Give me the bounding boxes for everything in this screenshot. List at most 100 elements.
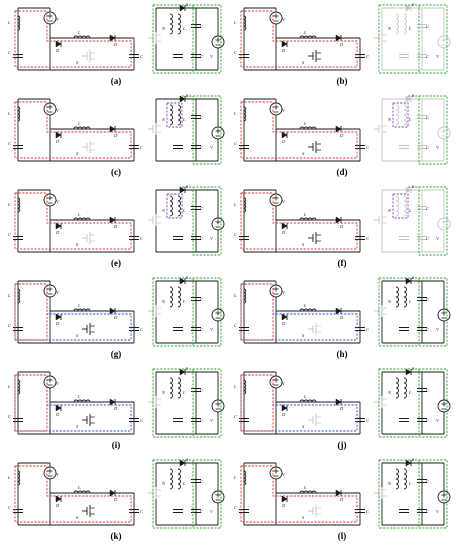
winding-current-path — [392, 193, 409, 219]
source-label: V — [210, 54, 214, 59]
capacitor-label: C — [426, 145, 430, 150]
diode-label: D — [281, 412, 286, 417]
inductor-label: L — [77, 303, 81, 308]
capacitor-label: C — [140, 509, 144, 514]
inductor-label: L — [303, 303, 307, 308]
primary-current-path — [14, 465, 132, 523]
diode-label: D — [281, 48, 286, 53]
secondary-loop-path — [14, 374, 48, 432]
series-inductor-icon — [299, 490, 317, 494]
diode-label: D — [339, 42, 344, 47]
switch-label: S — [76, 424, 79, 429]
diode-icon — [281, 222, 288, 230]
transformer-winding-icon — [177, 286, 181, 308]
capacitor-label: C — [426, 54, 430, 59]
source-label: V — [436, 54, 440, 59]
diode-icon — [405, 459, 412, 467]
inductor-label: L — [7, 111, 11, 116]
winding-label: N — [387, 390, 392, 395]
transformer-winding-icon — [403, 195, 407, 217]
diode-icon — [55, 131, 62, 139]
panel-caption: (i) — [111, 440, 121, 450]
capacitor-label: C — [200, 206, 204, 211]
transformer-winding-icon — [403, 104, 407, 126]
switch-label: S — [186, 275, 189, 280]
secondary-loop-path — [14, 283, 48, 341]
diode-icon — [55, 222, 62, 230]
panel-caption: (j) — [337, 440, 347, 450]
switch-icon — [308, 414, 321, 426]
winding-label: N — [161, 299, 166, 304]
secondary-current-path — [408, 186, 448, 256]
capacitor-label: C — [200, 418, 204, 423]
winding-label: N — [387, 481, 392, 486]
diode-icon — [335, 398, 342, 406]
transformer-winding-icon — [403, 286, 407, 308]
capacitor-label: C — [426, 206, 430, 211]
winding-label: N — [387, 26, 392, 31]
primary-current-path — [14, 10, 132, 68]
secondary-current-path — [182, 186, 222, 256]
source-label: V — [56, 472, 60, 477]
diode-label: D — [55, 230, 60, 235]
source-label: V — [282, 472, 286, 477]
capacitor-label: C — [8, 50, 12, 55]
diode-label: D — [113, 133, 118, 138]
input-inductor-icon — [243, 197, 247, 213]
inductor-label: L — [182, 299, 186, 304]
primary-current-path — [14, 101, 132, 159]
inductor-label: L — [303, 212, 307, 217]
inductor-label: L — [303, 121, 307, 126]
inductor-label: L — [182, 481, 186, 486]
switch-label: S — [302, 515, 305, 520]
capacitor-label: C — [8, 141, 12, 146]
transformer-winding-icon — [395, 286, 399, 308]
capacitor-label: C — [200, 236, 204, 241]
source-label: V — [56, 199, 60, 204]
diode-icon — [335, 489, 342, 497]
switch-label: S — [76, 151, 79, 156]
winding-label: N — [161, 481, 166, 486]
switch-icon — [82, 50, 95, 62]
transformer-winding-icon — [177, 377, 181, 399]
switch-label: S — [302, 60, 305, 65]
source-label: V — [282, 108, 286, 113]
diode-label: D — [339, 224, 344, 229]
capacitor-label: C — [140, 327, 144, 332]
winding-current-path — [166, 193, 183, 219]
diode-icon — [179, 95, 186, 103]
series-inductor-icon — [299, 308, 317, 312]
switch-icon — [82, 323, 95, 335]
capacitor-label: C — [426, 509, 430, 514]
source-label: V — [282, 381, 286, 386]
secondary-loop-path — [240, 374, 274, 432]
transformer-winding-icon — [169, 195, 173, 217]
inductor-label: L — [233, 475, 237, 480]
switch-label: S — [302, 242, 305, 247]
panel-caption: (b) — [336, 76, 348, 86]
capacitor-label: C — [8, 323, 12, 328]
diode-icon — [55, 313, 62, 321]
source-label: V — [210, 236, 214, 241]
diode-label: D — [113, 224, 118, 229]
diode-icon — [179, 4, 186, 12]
secondary-current-path — [408, 95, 448, 165]
switch-icon — [374, 487, 387, 499]
transformer-winding-icon — [395, 104, 399, 126]
diode-label: D — [281, 503, 286, 508]
